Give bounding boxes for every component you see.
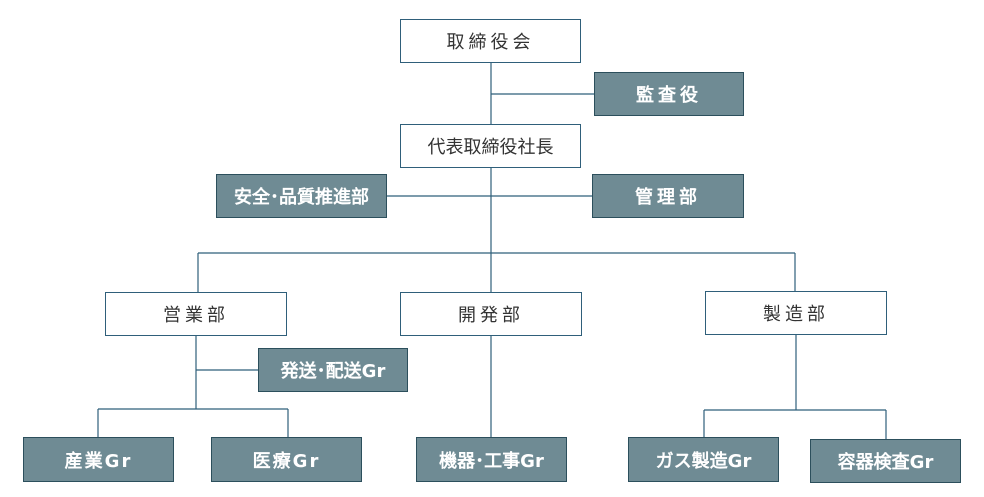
- auditor-box: 監査役: [594, 72, 744, 116]
- gas-manufacturing-group-box: ガス製造Gr: [628, 437, 779, 482]
- president-box: 代表取締役社長: [400, 124, 581, 168]
- container-inspection-group-box: 容器検査Gr: [810, 439, 961, 483]
- development-dept-box: 開発部: [400, 292, 582, 336]
- management-dept-box: 管理部: [592, 174, 744, 218]
- safety-quality-dept-box: 安全･品質推進部: [216, 174, 387, 218]
- shipping-delivery-group-box: 発送･配送Gr: [258, 348, 408, 392]
- sales-dept-box: 営業部: [105, 292, 287, 336]
- manufacturing-dept-box: 製造部: [705, 291, 887, 335]
- board-of-directors-box: 取締役会: [400, 19, 581, 63]
- medical-group-box: 医療Gr: [211, 437, 362, 482]
- industry-group-box: 産業Gr: [23, 437, 174, 482]
- equipment-construction-group-box: 機器･工事Gr: [416, 437, 567, 482]
